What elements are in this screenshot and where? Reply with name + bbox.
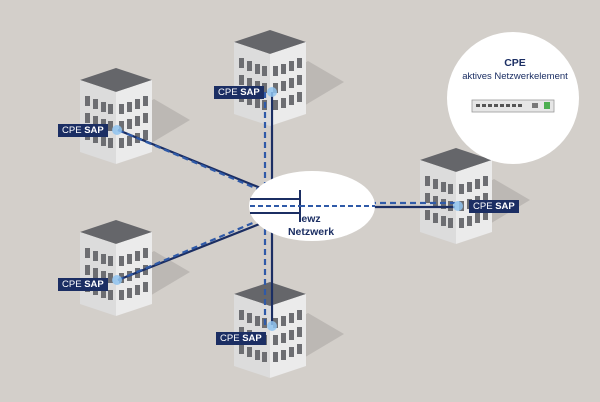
cpe-sap-label-1: CPE SAP [58, 124, 108, 137]
network-label-line1: ewz [301, 213, 321, 225]
network-label-line2: Netzwerk [287, 226, 335, 238]
network-label: ewz Netzwerk [281, 213, 341, 239]
building-1 [80, 68, 190, 164]
cpe-device [471, 99, 555, 113]
cpe-sap-label-4: CPE SAP [216, 332, 266, 345]
building-2 [234, 30, 344, 126]
cpe-sap-label-5: CPE SAP [469, 200, 519, 213]
cpe-sap-label-2: CPE SAP [214, 86, 264, 99]
cpe-bubble [447, 32, 579, 164]
bubble-title: CPE [504, 57, 526, 69]
building-4 [234, 282, 344, 378]
bubble-subtitle: aktives Netzwerkelement [462, 71, 568, 82]
building-3 [80, 220, 190, 316]
cpe-sap-label-3: CPE SAP [58, 278, 108, 291]
